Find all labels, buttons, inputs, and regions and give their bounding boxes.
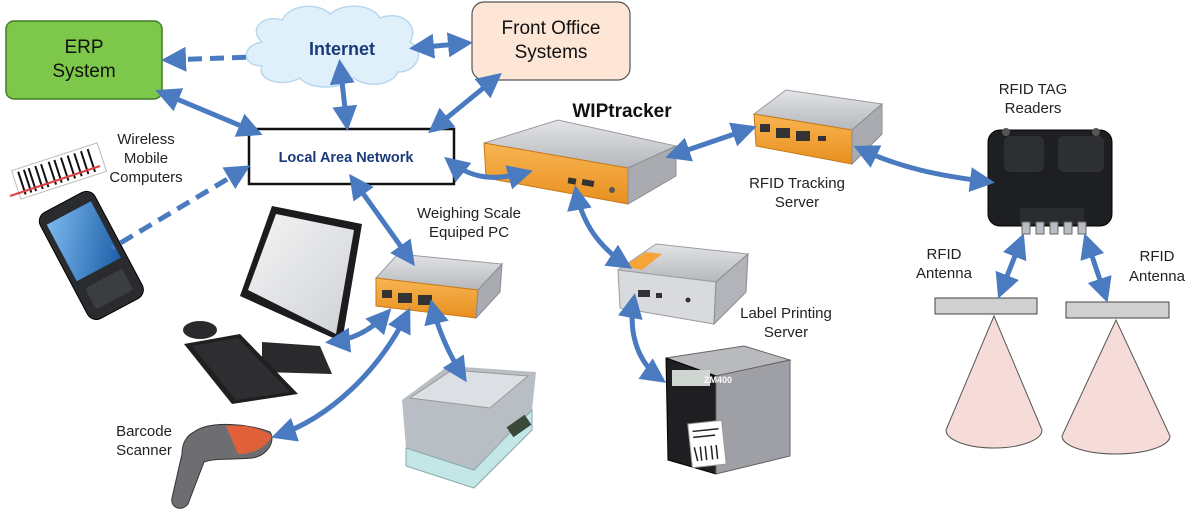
internet-cloud: Internet [245, 5, 420, 88]
rfid-tracking-server-device [752, 89, 884, 166]
arrow-internet-frontoffice [409, 32, 473, 59]
arrow-readers-antenna-left [995, 233, 1027, 299]
lan-box: Local Area Network [247, 127, 456, 186]
label-server-label-line1: Label Printing [740, 305, 832, 322]
front-office-box: Front Office Systems [471, 1, 631, 81]
label-printer-device: ZM400 [665, 345, 792, 475]
wiptracker-label: WIPtracker [572, 101, 672, 122]
rfid-readers-label-line2: Readers [1005, 100, 1062, 117]
printer-model-label: ZM400 [704, 375, 732, 385]
arrow-rfidserver-readers [853, 145, 995, 193]
front-office-label-line1: Front Office [502, 18, 601, 39]
arrow-erp-internet [161, 46, 253, 72]
arrow-internet-lan [329, 59, 358, 131]
label-server-label-line2: Server [764, 324, 808, 341]
rfid-tracking-server-label-line2: Server [775, 194, 819, 211]
weighing-pc-device [374, 253, 504, 320]
mobile-computer-device [38, 190, 144, 320]
arrow-frontoffice-lan [428, 72, 502, 134]
antenna-right-label-line1: RFID [1140, 248, 1175, 265]
arrow-wiptracker-labelserver [567, 185, 633, 269]
weighing-pc-label-line2: Equiped PC [429, 224, 509, 241]
keyboard [184, 334, 298, 404]
wireless-mobile-label-line3: Computers [109, 169, 182, 186]
barcode-label-image [9, 142, 108, 200]
lan-label: Local Area Network [279, 150, 415, 166]
internet-label: Internet [309, 39, 375, 59]
barcode-scanner-label-line2: Scanner [116, 442, 172, 459]
rfid-tracking-server-label-line1: RFID Tracking [749, 175, 845, 192]
arrow-lan-mobile [110, 165, 251, 251]
antenna-right [1061, 301, 1171, 455]
weighing-pc-label-line1: Weighing Scale [417, 205, 521, 222]
front-office-label-line2: Systems [515, 42, 588, 63]
desktop-monitor [240, 206, 362, 374]
label-printing-server-device [616, 243, 750, 326]
wireless-mobile-label-line1: Wireless [117, 131, 175, 148]
rfid-readers-label-line1: RFID TAG [999, 81, 1068, 98]
arrow-readers-antenna-right [1080, 233, 1112, 303]
wireless-mobile-label-line2: Mobile [124, 150, 168, 167]
connections [110, 32, 1112, 442]
arrow-lan-wiptracker [444, 156, 533, 190]
erp-system-box: ERP System [5, 20, 163, 100]
barcode-scanner-label-line1: Barcode [116, 423, 172, 440]
wiptracker-device [483, 119, 678, 205]
antenna-left-label-line2: Antenna [916, 265, 973, 282]
computer-mouse [183, 321, 217, 339]
arrow-labelserver-printer [618, 293, 667, 383]
erp-label-line2: System [52, 61, 115, 82]
antenna-left-label-line1: RFID [927, 246, 962, 263]
erp-label-line1: ERP [64, 37, 103, 58]
antenna-right-label-line2: Antenna [1129, 268, 1186, 285]
arrow-wiptracker-rfidserver [665, 122, 757, 162]
arrow-erp-lan [155, 88, 263, 137]
rfid-reader-device [987, 128, 1113, 235]
barcode-scanner-device [171, 424, 273, 509]
weighing-scale [402, 366, 536, 489]
arrow-weighingpc-scale [424, 299, 467, 383]
antenna-left [934, 297, 1043, 449]
arrow-lan-weighingpc [349, 173, 415, 267]
arrow-weighingpc-scanner [271, 307, 411, 442]
